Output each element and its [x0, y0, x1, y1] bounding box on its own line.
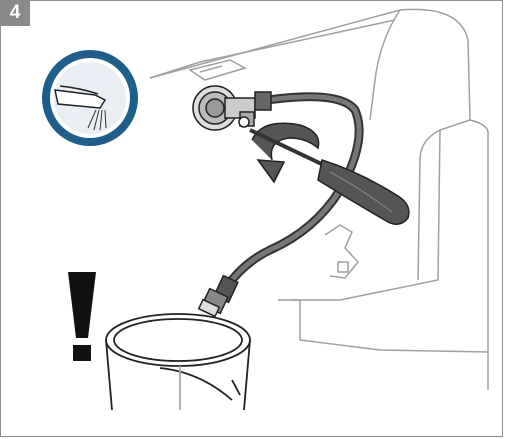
steam-connector [193, 86, 271, 130]
exclamation-icon [68, 272, 96, 361]
step-number-badge: 4 [0, 0, 30, 26]
bucket [106, 314, 250, 410]
hose-nozzle [199, 276, 238, 317]
tap-spray-icon [42, 50, 138, 146]
rotation-arrow-icon [252, 123, 319, 182]
